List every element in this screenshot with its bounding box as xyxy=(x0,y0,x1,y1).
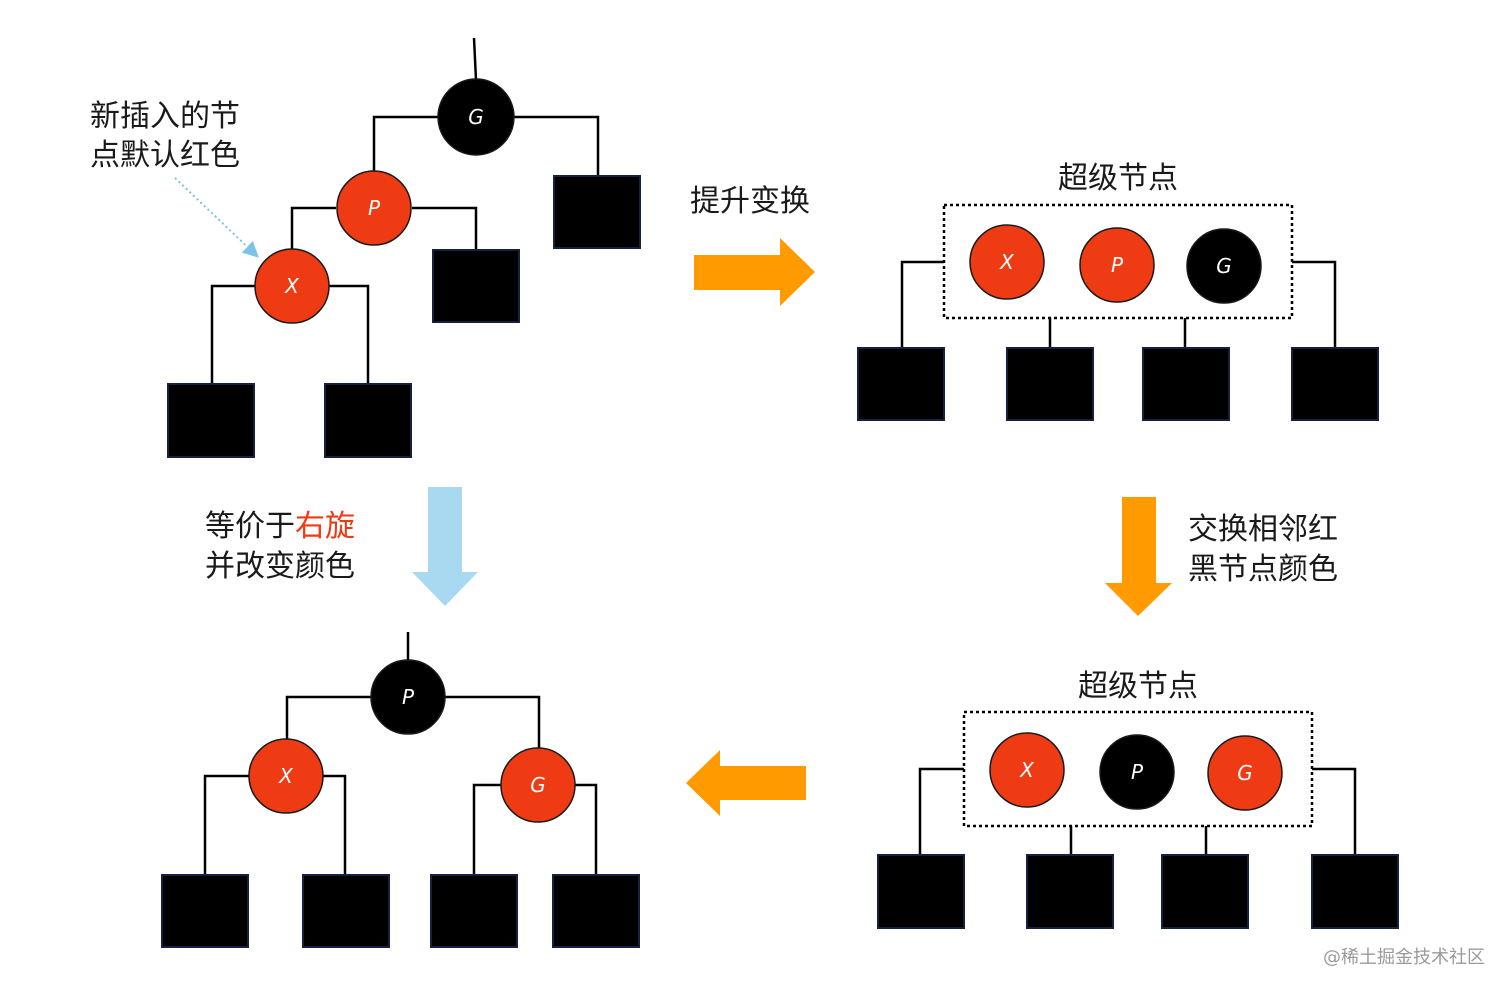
new-node-note: 新插入的节 点默认红色 xyxy=(90,99,259,258)
new-node-note-line-1: 新插入的节 xyxy=(90,99,240,134)
swap-label-line-1: 交换相邻红 xyxy=(1188,512,1338,547)
super-before-node-g: G xyxy=(1186,228,1262,304)
nil-leaf-x-right xyxy=(324,383,412,458)
super-after-node-g-circle xyxy=(1207,735,1283,811)
super-after-node-x-label: X xyxy=(1019,758,1035,782)
super-node-after-title: 超级节点 xyxy=(1078,669,1198,704)
super-before-node-x-circle xyxy=(969,224,1045,300)
edge-g-to-p xyxy=(372,115,438,171)
nil-leaf-p-right xyxy=(432,249,520,323)
result-node-x-circle xyxy=(248,738,324,814)
result-edge-g-left xyxy=(472,783,501,875)
super-before-node-x-label: X xyxy=(999,250,1015,274)
result-node-p-label: P xyxy=(402,685,415,709)
root-stem xyxy=(472,37,478,81)
promote-label: 提升变换 xyxy=(690,184,810,219)
edge-p-to-leaf xyxy=(412,206,478,250)
super-after-node-p-circle xyxy=(1099,734,1175,810)
super-after-node-p: P xyxy=(1099,734,1175,810)
super-before-leaf-3 xyxy=(1142,347,1230,421)
watermark: @稀土掘金技术社区 xyxy=(1323,947,1485,968)
promote-step: 提升变换 xyxy=(690,184,815,306)
result-leaf-3 xyxy=(430,874,518,948)
node-g: G xyxy=(437,78,515,156)
super-after-node-g: G xyxy=(1207,735,1283,811)
super-before-edge-left xyxy=(900,260,944,348)
down-arrow-blue-icon xyxy=(412,487,478,606)
result-edge-x-right xyxy=(323,774,347,875)
super-node-before-title: 超级节点 xyxy=(1058,161,1178,196)
result-edge-p-to-g xyxy=(445,695,541,748)
rotate-label-highlight: 右旋 xyxy=(295,509,355,544)
super-before-node-p-circle xyxy=(1079,227,1155,303)
nil-leaf-x-left xyxy=(167,383,255,458)
node-x-label: X xyxy=(284,274,300,298)
node-x-circle xyxy=(254,248,330,324)
swap-step: 交换相邻红 黑节点颜色 xyxy=(1105,497,1338,616)
result-node-x-label: X xyxy=(278,764,294,788)
super-after-node-p-label: P xyxy=(1131,760,1144,784)
super-before-leaf-2 xyxy=(1006,347,1094,421)
super-before-node-g-label: G xyxy=(1216,254,1232,278)
super-after-leaf-4 xyxy=(1311,854,1399,929)
super-after-leaf-1 xyxy=(877,854,965,929)
rotate-label-line-1: 等价于右旋 xyxy=(205,509,355,544)
super-before-leaf-1 xyxy=(857,347,945,421)
result-tree: P X G xyxy=(161,632,640,948)
rotate-label-line-2: 并改变颜色 xyxy=(205,549,355,584)
node-g-label: G xyxy=(468,105,484,129)
super-after-leaf-3 xyxy=(1161,854,1249,929)
original-tree: G P X xyxy=(167,37,641,458)
edge-x-to-left-leaf xyxy=(210,284,255,384)
rotate-label-prefix: 等价于 xyxy=(205,509,295,544)
left-arrow-icon xyxy=(686,750,806,816)
super-after-node-g-label: G xyxy=(1237,761,1253,785)
super-after-edge-right xyxy=(1312,767,1357,855)
result-leaf-4 xyxy=(552,874,640,948)
edge-g-to-leaf xyxy=(514,115,600,176)
right-arrow-icon xyxy=(694,238,815,306)
node-x: X xyxy=(254,248,330,324)
super-before-node-p: P xyxy=(1079,227,1155,303)
edge-x-to-right-leaf xyxy=(329,284,370,384)
down-arrow-orange-icon xyxy=(1105,497,1172,616)
edge-p-to-x xyxy=(290,206,336,249)
super-before-node-g-circle xyxy=(1186,228,1262,304)
result-leaf-2 xyxy=(302,874,390,948)
result-node-g: G xyxy=(500,747,576,823)
super-before-leaf-4 xyxy=(1291,347,1379,421)
result-edge-g-right xyxy=(575,783,598,875)
node-p-label: P xyxy=(368,196,381,220)
super-node-after: 超级节点 X P G xyxy=(877,669,1399,929)
rotate-step: 等价于右旋 并改变颜色 xyxy=(205,487,478,606)
node-g-circle xyxy=(437,78,515,156)
super-after-node-x-circle xyxy=(989,732,1065,808)
super-node-before: 超级节点 X P G xyxy=(857,161,1379,421)
result-node-g-label: G xyxy=(530,773,546,797)
result-node-x: X xyxy=(248,738,324,814)
result-node-g-circle xyxy=(500,747,576,823)
super-after-edge-left xyxy=(918,767,964,855)
result-node-p-circle xyxy=(370,659,446,735)
super-before-node-x: X xyxy=(969,224,1045,300)
result-leaf-1 xyxy=(161,874,249,948)
note-pointer-arrow xyxy=(174,177,259,258)
node-p-circle xyxy=(336,170,412,246)
super-before-edge-right xyxy=(1292,260,1337,348)
result-edge-x-left xyxy=(203,774,249,875)
super-before-node-p-label: P xyxy=(1111,253,1124,277)
super-after-node-x: X xyxy=(989,732,1065,808)
nil-leaf-g-right xyxy=(553,175,641,249)
result-edge-p-to-x xyxy=(285,695,371,739)
new-node-note-line-2: 点默认红色 xyxy=(90,138,240,173)
super-after-leaf-2 xyxy=(1026,854,1114,929)
result-node-p: P xyxy=(370,659,446,735)
swap-label-line-2: 黑节点颜色 xyxy=(1188,552,1338,587)
node-p: P xyxy=(336,170,412,246)
